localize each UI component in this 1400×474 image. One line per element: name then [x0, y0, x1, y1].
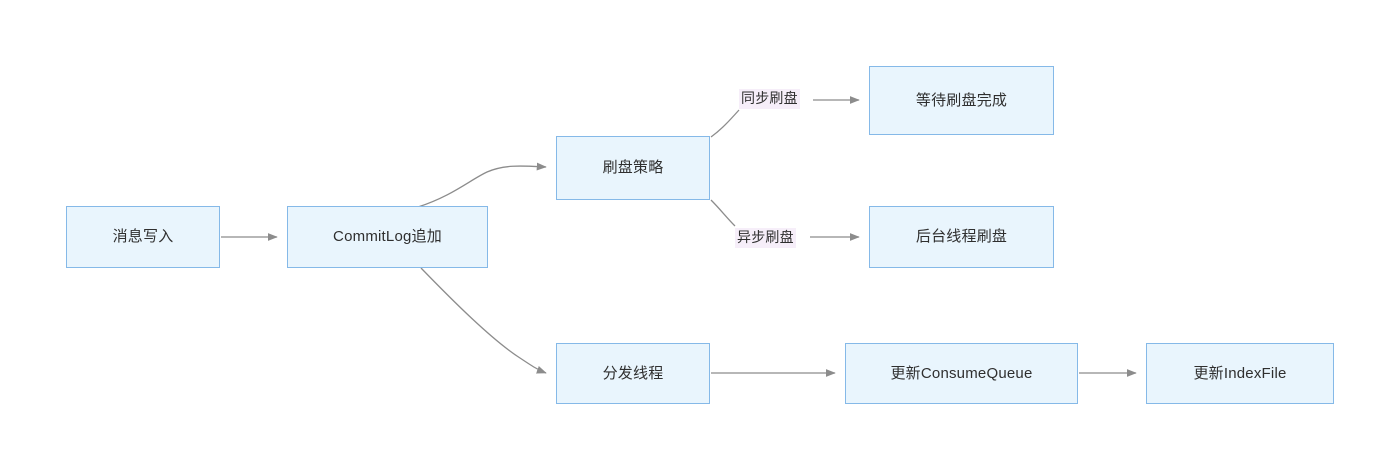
- node-flush-policy-label: 刷盘策略: [602, 159, 664, 176]
- edge-label-async-flush: 异步刷盘: [735, 228, 796, 248]
- node-bg-flush-label: 后台线程刷盘: [915, 228, 1008, 245]
- node-msg-write[interactable]: 消息写入: [66, 206, 220, 268]
- node-bg-flush[interactable]: 后台线程刷盘: [869, 206, 1054, 268]
- edge-commitlog-to-flush-policy: [417, 162, 547, 208]
- node-flush-policy[interactable]: 刷盘策略: [556, 136, 710, 200]
- node-wait-flush[interactable]: 等待刷盘完成: [869, 66, 1054, 135]
- node-commitlog[interactable]: CommitLog追加: [287, 206, 488, 268]
- edge-label-sync-flush: 同步刷盘: [739, 89, 800, 109]
- node-commitlog-label: CommitLog追加: [333, 228, 442, 245]
- edge-flush-policy-to-bg-flush-lead: [710, 199, 736, 227]
- edge-flush-policy-to-wait-flush-lead: [710, 109, 740, 138]
- node-msg-write-label: 消息写入: [112, 228, 174, 245]
- node-index-file[interactable]: 更新IndexFile: [1146, 343, 1334, 404]
- edge-commitlog-to-dispatch: [420, 267, 547, 374]
- node-consume-queue-label: 更新ConsumeQueue: [890, 364, 1033, 382]
- node-wait-flush-label: 等待刷盘完成: [915, 91, 1008, 109]
- node-dispatch[interactable]: 分发线程: [556, 343, 710, 404]
- node-consume-queue[interactable]: 更新ConsumeQueue: [845, 343, 1078, 404]
- node-dispatch-label: 分发线程: [602, 364, 664, 382]
- node-index-file-label: 更新IndexFile: [1193, 364, 1287, 382]
